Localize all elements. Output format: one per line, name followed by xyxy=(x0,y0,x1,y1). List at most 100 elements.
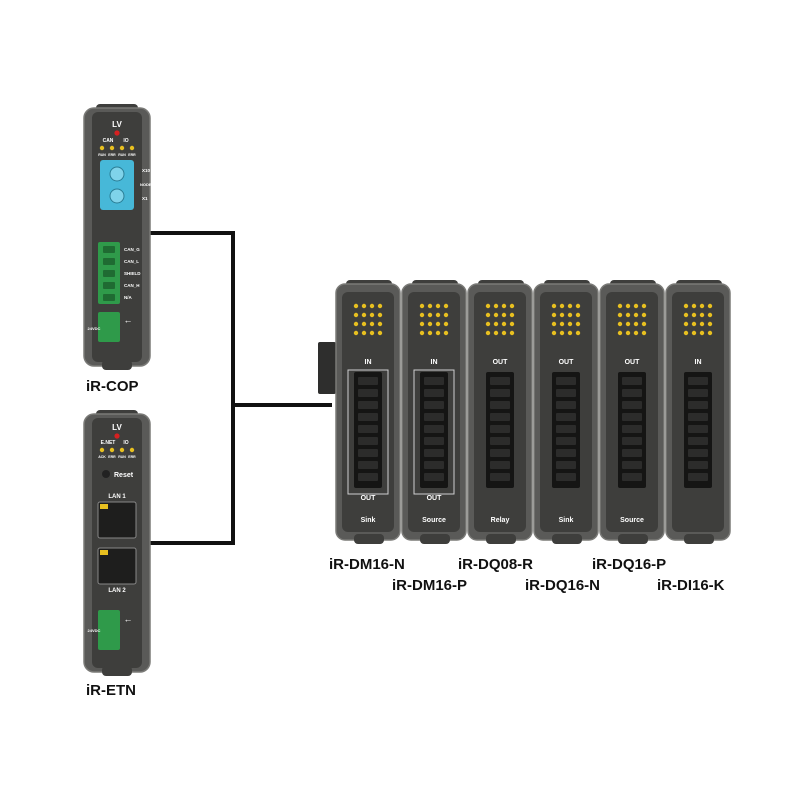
io-led xyxy=(361,330,367,336)
io-led xyxy=(485,312,491,318)
terminal-slot xyxy=(622,461,642,469)
led-label: ACK xyxy=(98,455,106,459)
io-led xyxy=(353,321,359,327)
terminal-slot xyxy=(688,437,708,445)
rotary-label-x10: X10 xyxy=(142,168,151,173)
io-led xyxy=(501,330,507,336)
terminal-slot xyxy=(622,473,642,481)
terminal-slot xyxy=(424,413,444,421)
bottom-label: OUT xyxy=(427,495,443,502)
io-led xyxy=(361,303,367,309)
io-led xyxy=(493,330,499,336)
io-led xyxy=(443,303,449,309)
terminal-slot xyxy=(556,413,576,421)
io-led xyxy=(419,321,425,327)
io-led xyxy=(427,312,433,318)
io-led xyxy=(617,303,623,309)
io-led xyxy=(353,312,359,318)
io-led xyxy=(633,321,639,327)
bottom-clip xyxy=(420,534,450,544)
io-led xyxy=(641,303,647,309)
io-led xyxy=(683,321,689,327)
io-led xyxy=(625,303,631,309)
lan1-led xyxy=(100,504,108,509)
bottom-clip xyxy=(486,534,516,544)
io-led xyxy=(575,303,581,309)
io-led xyxy=(377,312,383,318)
led-group-enet: E.NET xyxy=(101,440,116,446)
terminal-slot xyxy=(556,425,576,433)
terminal-slot xyxy=(688,473,708,481)
terminal-screw xyxy=(103,294,115,301)
status-led xyxy=(109,145,115,151)
io-led xyxy=(559,303,565,309)
power-arrow: ← xyxy=(124,315,133,325)
terminal-slot xyxy=(688,401,708,409)
caption-ir-cop: iR-COP xyxy=(86,378,139,395)
terminal-slot xyxy=(358,425,378,433)
io-led xyxy=(575,312,581,318)
terminal-slot xyxy=(358,437,378,445)
io-led xyxy=(443,321,449,327)
io-led xyxy=(641,330,647,336)
terminal-slot xyxy=(688,413,708,421)
terminal-slot xyxy=(556,377,576,385)
io-led xyxy=(625,312,631,318)
io-led xyxy=(435,330,441,336)
terminal-slot xyxy=(358,449,378,457)
top-label: OUT xyxy=(559,359,575,366)
type-label: Sink xyxy=(559,517,574,524)
terminal-slot xyxy=(622,425,642,433)
io-led xyxy=(617,321,623,327)
caption-ir-dm16-n: iR-DM16-N xyxy=(329,556,405,573)
type-label: Sink xyxy=(361,517,376,524)
terminal-slot xyxy=(622,413,642,421)
terminal-slot xyxy=(358,473,378,481)
bus-connector xyxy=(318,342,336,394)
front-panel xyxy=(92,418,142,668)
terminal-slot xyxy=(556,389,576,397)
io-led xyxy=(485,321,491,327)
top-label: IN xyxy=(431,359,438,366)
io-led xyxy=(641,321,647,327)
io-led xyxy=(707,303,713,309)
io-led xyxy=(575,321,581,327)
io-module-dq16n: OUT Sink xyxy=(533,280,599,544)
type-label: Relay xyxy=(491,517,510,524)
caption-ir-dq08-r: iR-DQ08-R xyxy=(458,556,534,573)
io-led xyxy=(551,330,557,336)
terminal-slot xyxy=(424,437,444,445)
io-led xyxy=(699,303,705,309)
io-module-dq08r: OUT Relay xyxy=(467,280,533,544)
status-led xyxy=(129,145,135,151)
led-group-can: CAN xyxy=(103,138,114,144)
io-led xyxy=(435,321,441,327)
terminal-slot xyxy=(490,401,510,409)
terminal-slot xyxy=(490,437,510,445)
io-led xyxy=(691,321,697,327)
caption-ir-di16-k: iR-DI16-K xyxy=(657,577,725,594)
io-led xyxy=(625,330,631,336)
caption-ir-dq16-p: iR-DQ16-P xyxy=(592,556,667,573)
io-led xyxy=(427,303,433,309)
bottom-clip xyxy=(684,534,714,544)
io-led xyxy=(699,312,705,318)
io-led xyxy=(567,312,573,318)
io-led xyxy=(361,312,367,318)
reset-button xyxy=(102,470,110,478)
terminal-slot xyxy=(688,377,708,385)
io-led xyxy=(353,303,359,309)
power-terminal xyxy=(98,610,120,650)
terminal-slot xyxy=(358,389,378,397)
top-label: OUT xyxy=(493,359,509,366)
led-label: ERR xyxy=(108,455,116,459)
terminal-slot xyxy=(688,461,708,469)
io-led xyxy=(493,321,499,327)
bottom-clip xyxy=(102,666,132,676)
rotary-label-node: NODE xyxy=(140,182,152,187)
led-label: ERR xyxy=(108,153,116,157)
